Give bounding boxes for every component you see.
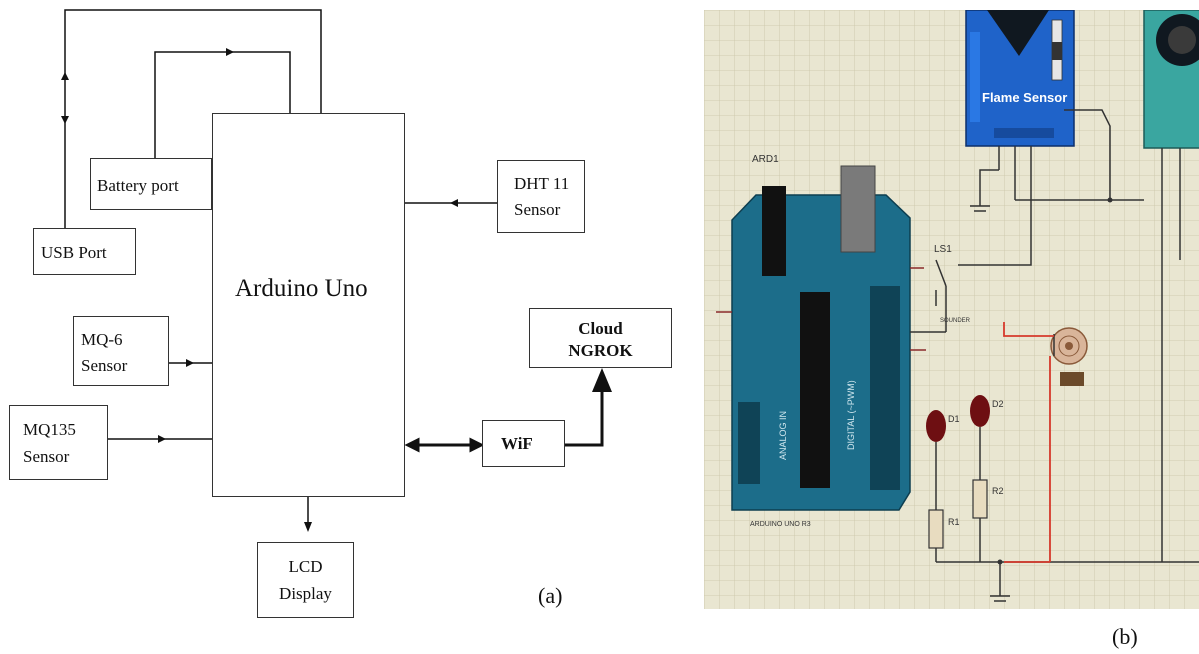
d1-ref: D1 bbox=[948, 414, 960, 424]
wifi-label: WiF bbox=[501, 434, 533, 453]
resistor-r2 bbox=[972, 479, 988, 562]
r1-ref: R1 bbox=[948, 517, 960, 527]
arduino-board bbox=[731, 165, 911, 511]
arduino-uno-label: Arduino Uno bbox=[235, 275, 368, 302]
panel-a-connectors bbox=[61, 9, 612, 532]
lcd-label-line1: LCD bbox=[288, 557, 323, 576]
cloud-ngrok-block: Cloud NGROK bbox=[529, 308, 672, 368]
resistor-r1 bbox=[928, 509, 944, 562]
caption-a: (a) bbox=[538, 583, 563, 608]
mq6-label-line1: MQ-6 bbox=[81, 330, 123, 349]
mq6-sensor-block: MQ-6 Sensor bbox=[73, 316, 169, 386]
sounder-label: SOUNDER bbox=[940, 318, 971, 324]
panel-b-schematic: Flame Sensor ARD1 ANALOG IN DIG bbox=[704, 10, 1199, 609]
d2-ref: D2 bbox=[992, 399, 1004, 409]
mq135-label-line2: Sensor bbox=[23, 447, 70, 466]
lcd-label-line2: Display bbox=[279, 584, 332, 603]
arduino-uno-block: Arduino Uno bbox=[212, 113, 405, 497]
dht11-label-line1: DHT 11 bbox=[514, 174, 570, 193]
dht11-sensor-block: DHT 11 Sensor bbox=[497, 160, 585, 233]
led-d2 bbox=[970, 395, 990, 480]
speaker-component bbox=[1050, 327, 1088, 386]
flame-sensor-module bbox=[965, 10, 1075, 200]
ls1-ref: LS1 bbox=[934, 244, 952, 255]
analog-in-text: ANALOG IN bbox=[778, 411, 788, 460]
usb-port-block: USB Port bbox=[33, 228, 136, 275]
caption-b: (b) bbox=[1112, 624, 1138, 649]
r2-ref: R2 bbox=[992, 486, 1004, 496]
battery-port-label: Battery port bbox=[97, 176, 179, 195]
buzzer-ls1 bbox=[935, 259, 947, 332]
wifi-block: WiF bbox=[482, 420, 565, 467]
arduino-uno-r3-text: ARDUINO UNO R3 bbox=[750, 521, 811, 528]
ard1-ref: ARD1 bbox=[752, 154, 779, 165]
dht11-label-line2: Sensor bbox=[514, 200, 561, 219]
cloud-label-line1: Cloud bbox=[578, 319, 623, 338]
led-d1 bbox=[926, 410, 946, 510]
second-sensor-module bbox=[1143, 10, 1199, 310]
flame-sensor-label: Flame Sensor bbox=[982, 90, 1067, 105]
lcd-display-block: LCD Display bbox=[257, 542, 354, 618]
mq135-sensor-block: MQ135 Sensor bbox=[9, 405, 108, 480]
usb-port-label: USB Port bbox=[41, 243, 107, 262]
cloud-label-line2: NGROK bbox=[568, 341, 633, 360]
mq135-label-line1: MQ135 bbox=[23, 420, 76, 439]
schematic-canvas: Flame Sensor ARD1 ANALOG IN DIG bbox=[704, 10, 1199, 609]
battery-port-block: Battery port bbox=[90, 158, 212, 210]
mq6-label-line2: Sensor bbox=[81, 356, 128, 375]
digital-pwm-text: DIGITAL (~PWM) bbox=[846, 380, 856, 450]
